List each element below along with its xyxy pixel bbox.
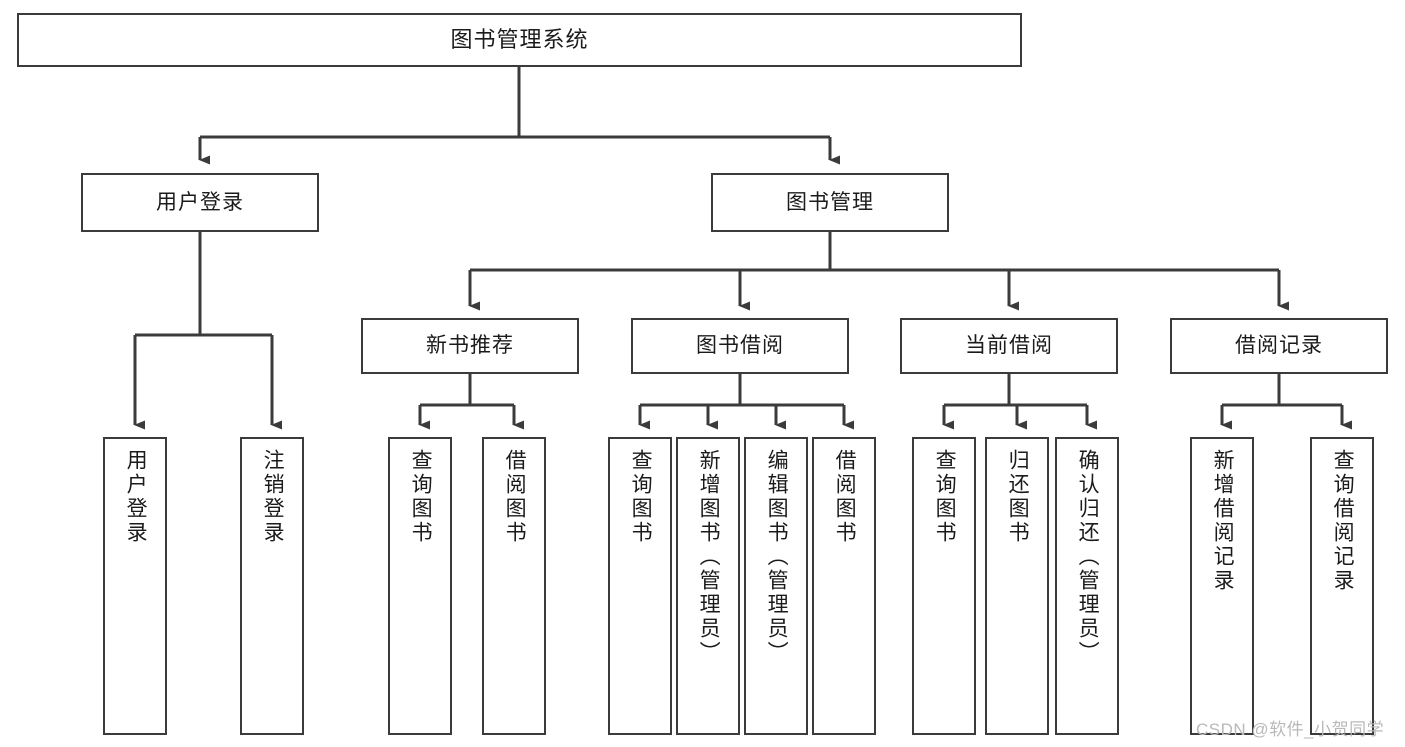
leaf-records-query-record[interactable]: 查询借阅记录 (1310, 437, 1374, 735)
node-label: 图书借阅 (696, 334, 784, 358)
leaf-borrow-query-book[interactable]: 查询图书 (608, 437, 672, 735)
leaf-logout[interactable]: 注销登录 (240, 437, 304, 735)
node-label: 注销登录 (261, 449, 285, 545)
node-label: 新增借阅记录 (1211, 449, 1235, 593)
node-label: 新增图书（管理员） (697, 449, 721, 665)
csdn-watermark: CSDN @软件_小贺同学 (1196, 720, 1385, 739)
node-label: 当前借阅 (965, 334, 1053, 358)
leaf-user-login[interactable]: 用户登录 (103, 437, 167, 735)
node-book-management[interactable]: 图书管理 (711, 173, 949, 232)
node-label: 查询图书 (629, 449, 653, 545)
node-user-login[interactable]: 用户登录 (81, 173, 319, 232)
node-label: 查询图书 (409, 449, 433, 545)
node-label: 图书管理 (786, 190, 874, 214)
node-current-borrow[interactable]: 当前借阅 (900, 318, 1118, 374)
node-label: 用户登录 (124, 449, 148, 545)
node-label: 查询图书 (933, 449, 957, 545)
node-label: 确认归还（管理员） (1076, 449, 1100, 665)
node-borrow-records[interactable]: 借阅记录 (1170, 318, 1388, 374)
node-label: 借阅图书 (833, 449, 857, 545)
node-label: 用户登录 (156, 190, 244, 214)
leaf-records-add-record[interactable]: 新增借阅记录 (1190, 437, 1254, 735)
leaf-current-confirm-return-admin[interactable]: 确认归还（管理员） (1055, 437, 1119, 735)
leaf-borrow-edit-book-admin[interactable]: 编辑图书（管理员） (744, 437, 808, 735)
node-label: 借阅图书 (503, 449, 527, 545)
node-new-book-recommend[interactable]: 新书推荐 (361, 318, 579, 374)
node-label: 图书管理系统 (450, 26, 589, 52)
node-label: 新书推荐 (426, 334, 514, 358)
leaf-current-query-book[interactable]: 查询图书 (912, 437, 976, 735)
node-book-borrow[interactable]: 图书借阅 (631, 318, 849, 374)
node-label: 编辑图书（管理员） (765, 449, 789, 665)
leaf-newbook-query-book[interactable]: 查询图书 (388, 437, 452, 735)
node-root-system[interactable]: 图书管理系统 (17, 13, 1022, 67)
leaf-borrow-borrow-book[interactable]: 借阅图书 (812, 437, 876, 735)
leaf-newbook-borrow-book[interactable]: 借阅图书 (482, 437, 546, 735)
node-label: 归还图书 (1006, 449, 1030, 545)
node-label: 借阅记录 (1235, 334, 1323, 358)
leaf-borrow-add-book-admin[interactable]: 新增图书（管理员） (676, 437, 740, 735)
node-label: 查询借阅记录 (1331, 449, 1355, 593)
leaf-current-return-book[interactable]: 归还图书 (985, 437, 1049, 735)
